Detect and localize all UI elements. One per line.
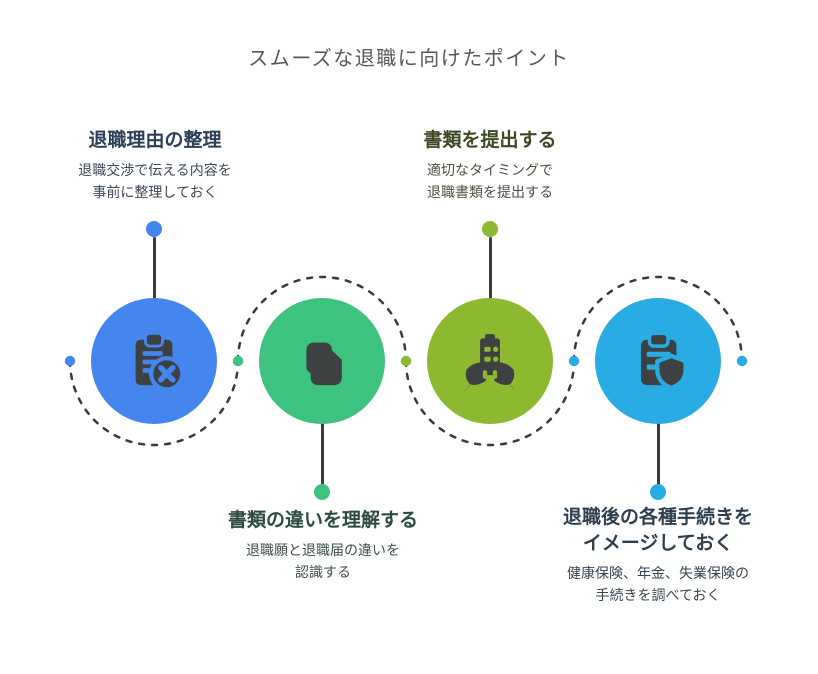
connector-line (152, 237, 156, 299)
connector-dot (650, 484, 666, 500)
step-heading: 退職後の各種手続きを イメージしておく (562, 507, 753, 554)
clipboard-shield-icon (641, 331, 688, 391)
step-1-label-block: 退職理由の整理 退職交渉で伝える内容を 事前に整理しておく (15, 128, 295, 203)
step-heading: 書類の違いを理解する (227, 510, 418, 531)
junction-dot (568, 355, 580, 367)
step-circle (259, 298, 385, 424)
page-title: スムーズな退職に向けたポイント (248, 48, 570, 70)
connector-line (656, 423, 660, 485)
connector-line (488, 237, 492, 299)
step-4-label-block: 退職後の各種手続きを イメージしておく 健康保険、年金、失業保険の 手続きを調べ… (518, 505, 798, 606)
step-circle (595, 298, 721, 424)
hands-clipboard-icon (464, 334, 516, 391)
step-2-label-block: 書類の違いを理解する 退職願と退職届の違いを 認識する (183, 508, 463, 583)
step-3-label-block: 書類を提出する 適切なタイミングで 退職書類を提出する (350, 128, 630, 203)
junction-dot (400, 355, 412, 367)
step-circle (91, 298, 217, 424)
step-description: 退職願と退職届の違いを 認識する (246, 542, 400, 580)
dashed-ring-arc (232, 275, 408, 367)
step-description: 適切なタイミングで 退職書類を提出する (427, 162, 553, 200)
connector-dot (314, 484, 330, 500)
connector-dot (482, 221, 498, 237)
junction-dot (736, 355, 748, 367)
clipboard-x-icon (135, 331, 185, 392)
copy-documents-icon (306, 342, 342, 386)
dashed-ring-arc (400, 355, 576, 447)
step-description: 健康保険、年金、失業保険の 手続きを調べておく (567, 565, 749, 603)
dashed-ring-arc (64, 355, 240, 447)
connector-line (320, 423, 324, 485)
junction-dot (64, 355, 76, 367)
step-description: 退職交渉で伝える内容を 事前に整理しておく (78, 162, 232, 200)
step-circle (427, 298, 553, 424)
step-heading: 書類を提出する (423, 130, 557, 151)
dashed-ring-arc (568, 275, 748, 367)
connector-dot (146, 221, 162, 237)
step-heading: 退職理由の整理 (88, 130, 222, 151)
junction-dot (232, 355, 244, 367)
